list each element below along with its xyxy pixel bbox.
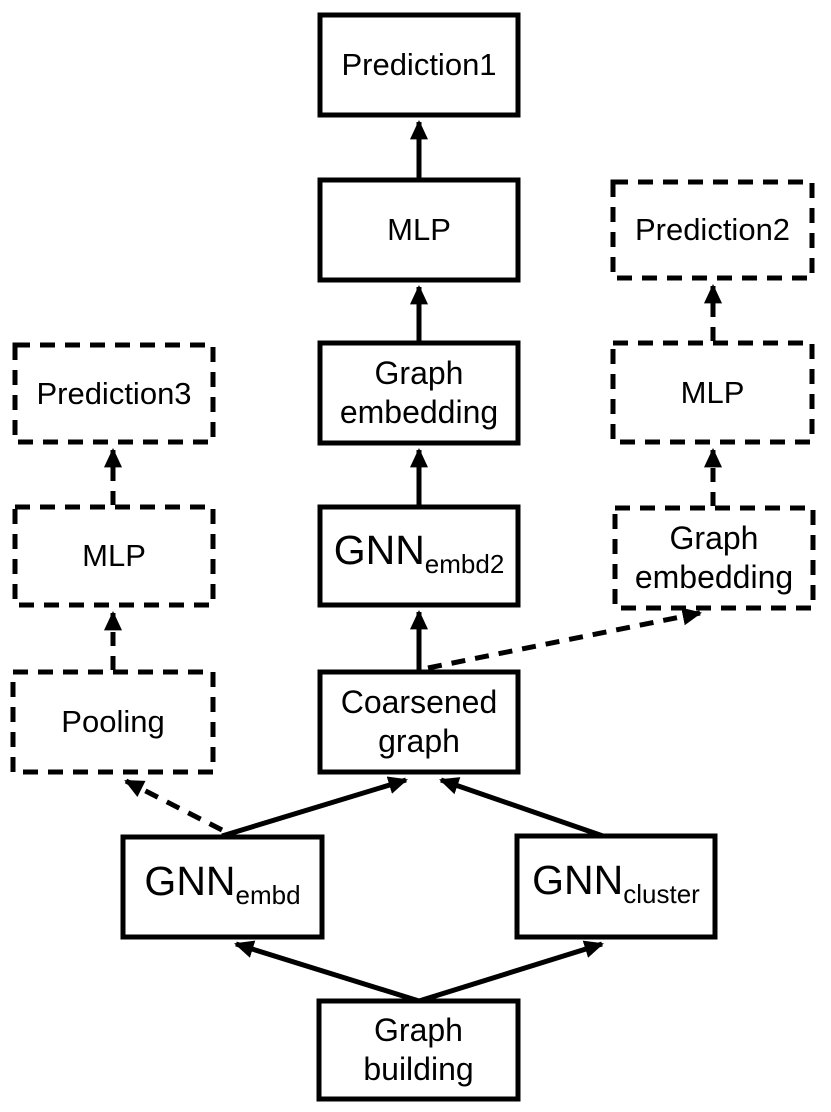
box-outline-pooling	[10, 669, 216, 775]
box-outline-mlp-left	[12, 504, 216, 608]
box-outline-mlp-right	[610, 340, 815, 445]
arrow-gnncluster-to-coarsened	[439, 777, 604, 839]
arrow-coarsened-to-graphembeddingright	[427, 607, 703, 671]
box-outline-prediction3	[12, 342, 216, 445]
box-outline-prediction2	[610, 179, 815, 281]
box-outline-coarsened-graph	[317, 669, 521, 775]
arrow-gnnembd-to-coarsened	[221, 776, 408, 839]
box-outline-gnn-embd	[120, 834, 325, 940]
arrow-gnnembd-to-pooling	[124, 778, 224, 833]
box-outline-graph-building	[316, 998, 521, 1102]
box-outline-mlp-main	[317, 177, 521, 283]
box-outline-graph-embedding-main	[317, 340, 521, 446]
box-outline-gnn-cluster	[514, 833, 718, 940]
arrow-graphbuilding-to-gnncluster	[418, 940, 604, 1004]
arrow-graphbuilding-to-gnnembd	[234, 940, 420, 1004]
box-outline-graph-embedding-right	[612, 505, 816, 611]
box-outline-gnn-embd2	[317, 504, 521, 608]
box-outline-prediction1	[317, 12, 521, 118]
